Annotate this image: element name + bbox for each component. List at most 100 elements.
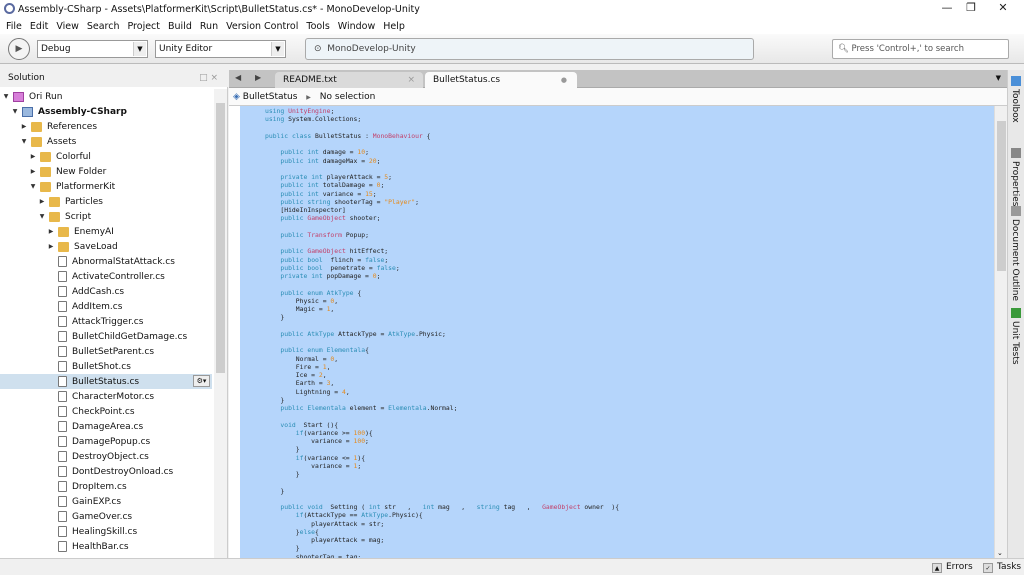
code-line[interactable]: private int playerAttack = 5; bbox=[280, 173, 393, 181]
code-line[interactable]: } bbox=[265, 470, 300, 478]
code-line[interactable]: } bbox=[265, 486, 285, 495]
tab-forward-icon[interactable]: ▶ bbox=[255, 73, 262, 82]
expanded-arrow-icon[interactable]: ▼ bbox=[3, 93, 9, 100]
breadcrumb-member[interactable]: No selection bbox=[319, 92, 376, 102]
code-line[interactable] bbox=[265, 280, 1007, 288]
tree-item[interactable]: ▼Script bbox=[0, 209, 212, 224]
code-line[interactable]: variance = 100; bbox=[265, 437, 369, 445]
file-item[interactable]: HealthBar.cs bbox=[0, 539, 212, 554]
tree-item[interactable]: ▶Particles bbox=[0, 194, 212, 209]
expanded-arrow-icon[interactable]: ▼ bbox=[21, 138, 27, 145]
gear-icon[interactable]: ⚙▾ bbox=[193, 375, 210, 387]
code-line[interactable]: Physic = 0, bbox=[265, 296, 339, 305]
tree-item[interactable]: ▼Ori Run bbox=[0, 89, 212, 104]
target-select[interactable]: Unity Editor▼ bbox=[155, 40, 286, 58]
code-line[interactable]: }else{ bbox=[265, 527, 319, 536]
tab-back-icon[interactable]: ◀ bbox=[235, 73, 242, 82]
file-item[interactable]: BulletShot.cs bbox=[0, 359, 212, 374]
tree-item[interactable]: ▶References bbox=[0, 119, 212, 134]
code-line[interactable]: Fire = 1, bbox=[265, 362, 331, 371]
code-line[interactable]: [HideInInspector] bbox=[265, 206, 346, 214]
file-item[interactable]: BulletChildGetDamage.cs bbox=[0, 329, 212, 344]
expanded-arrow-icon[interactable]: ▼ bbox=[39, 213, 45, 220]
file-item[interactable]: BulletSetParent.cs bbox=[0, 344, 212, 359]
code-line[interactable] bbox=[265, 124, 1007, 132]
tree-item[interactable]: ▼Assets bbox=[0, 134, 212, 149]
pad-properties[interactable]: Properties bbox=[1010, 161, 1020, 207]
code-line[interactable] bbox=[265, 412, 1007, 420]
code-line[interactable]: public class BulletStatus : MonoBehaviou… bbox=[265, 131, 431, 140]
code-line[interactable]: using System.Collections; bbox=[265, 115, 362, 124]
close-button[interactable]: ✕ bbox=[998, 1, 1008, 14]
pad-document-outline[interactable]: Document Outline bbox=[1010, 219, 1020, 302]
pad-close-icon[interactable]: □ × bbox=[199, 73, 218, 83]
collapsed-arrow-icon[interactable]: ▶ bbox=[30, 153, 36, 160]
code-line[interactable]: public bool penetrate = false; bbox=[280, 263, 400, 272]
scroll-down-icon[interactable]: ⌄ bbox=[997, 549, 1003, 557]
menu-version-control[interactable]: Version Control bbox=[226, 20, 299, 32]
tree-item[interactable]: ▶Colorful bbox=[0, 149, 212, 164]
menu-window[interactable]: Window bbox=[337, 20, 376, 32]
code-line[interactable]: } bbox=[265, 313, 285, 322]
file-item[interactable]: DamageArea.cs bbox=[0, 419, 212, 434]
file-item[interactable]: AddCash.cs bbox=[0, 284, 212, 299]
collapsed-arrow-icon[interactable]: ▶ bbox=[30, 168, 36, 175]
code-line[interactable]: Lightning = 4, bbox=[265, 387, 350, 396]
code-line[interactable]: Ice = 2, bbox=[265, 371, 327, 379]
menu-help[interactable]: Help bbox=[383, 20, 405, 32]
code-line[interactable]: public int variance = 15; bbox=[280, 189, 377, 198]
pad-unit-tests[interactable]: Unit Tests bbox=[1010, 321, 1020, 365]
code-line[interactable]: } bbox=[265, 395, 285, 404]
menu-build[interactable]: Build bbox=[168, 20, 192, 32]
configuration-select[interactable]: Debug▼ bbox=[37, 40, 148, 58]
tree-item[interactable]: ▼PlatformerKit bbox=[0, 179, 212, 194]
file-item[interactable]: AddItem.cs bbox=[0, 299, 212, 314]
code-line[interactable]: playerAttack = mag; bbox=[265, 536, 385, 544]
tab-close-icon[interactable]: × bbox=[407, 75, 415, 85]
code-line[interactable]: using UnityEngine; bbox=[265, 107, 335, 115]
code-line[interactable]: public enum Elementala{ bbox=[280, 346, 369, 355]
code-line[interactable]: public string shooterTag = "Player"; bbox=[280, 197, 419, 206]
code-line[interactable]: if(variance >= 100){ bbox=[295, 428, 373, 437]
scrollbar-thumb[interactable] bbox=[216, 103, 225, 373]
file-item[interactable]: DestroyObject.cs bbox=[0, 449, 212, 464]
code-line[interactable] bbox=[265, 338, 1007, 346]
code-line[interactable]: Magic = 1, bbox=[265, 305, 335, 313]
code-editor[interactable]: using UnityEngine;using System.Collectio… bbox=[240, 106, 1007, 558]
tab-bulletstatus[interactable]: BulletStatus.cs● bbox=[425, 72, 577, 88]
collapsed-arrow-icon[interactable]: ▶ bbox=[48, 228, 54, 235]
tree-item[interactable]: ▶EnemyAI bbox=[0, 224, 212, 239]
code-line[interactable]: if(AttackType == AtkType.Physic){ bbox=[295, 511, 423, 520]
code-line[interactable]: public void Setting ( int str , int mag … bbox=[280, 503, 620, 511]
menu-file[interactable]: File bbox=[6, 20, 22, 32]
scrollbar-thumb[interactable] bbox=[997, 121, 1006, 271]
code-line[interactable]: if(variance <= 1){ bbox=[295, 453, 366, 462]
code-line[interactable]: shooterTag = tag; bbox=[265, 552, 362, 559]
menu-edit[interactable]: Edit bbox=[29, 20, 49, 32]
menu-view[interactable]: View bbox=[56, 20, 79, 32]
code-line[interactable] bbox=[265, 478, 1007, 486]
file-item[interactable]: GameOver.cs bbox=[0, 509, 212, 524]
code-line[interactable]: public int damageMax = 20; bbox=[280, 156, 381, 165]
file-item[interactable]: BulletStatus.cs⚙▾ bbox=[0, 374, 212, 389]
code-line[interactable]: private int popDamage = 0; bbox=[280, 272, 381, 280]
pad-toolbox[interactable]: Toolbox bbox=[1010, 89, 1020, 123]
file-item[interactable]: DamagePopup.cs bbox=[0, 434, 212, 449]
errors-button[interactable]: ▲Errors bbox=[932, 561, 973, 574]
code-line[interactable]: Earth = 3, bbox=[265, 379, 335, 388]
tasks-button[interactable]: ✓Tasks bbox=[983, 561, 1021, 574]
file-item[interactable]: HealingSkill.cs bbox=[0, 524, 212, 539]
minimize-button[interactable]: — bbox=[941, 1, 953, 14]
file-item[interactable]: DropItem.cs bbox=[0, 479, 212, 494]
file-item[interactable]: GainEXP.cs bbox=[0, 494, 212, 509]
editor-scrollbar[interactable]: ⌄ bbox=[994, 106, 1007, 558]
tree-item[interactable]: ▶SaveLoad bbox=[0, 239, 212, 254]
expanded-arrow-icon[interactable]: ▼ bbox=[30, 183, 36, 190]
code-line[interactable]: public Transform Popup; bbox=[280, 230, 369, 239]
code-line[interactable] bbox=[265, 495, 1007, 503]
code-line[interactable]: } bbox=[265, 544, 300, 553]
file-item[interactable]: AttackTrigger.cs bbox=[0, 314, 212, 329]
code-line[interactable]: void Start (){ bbox=[280, 420, 339, 429]
file-item[interactable]: DontDestroyOnload.cs bbox=[0, 464, 212, 479]
menu-search[interactable]: Search bbox=[86, 20, 120, 32]
